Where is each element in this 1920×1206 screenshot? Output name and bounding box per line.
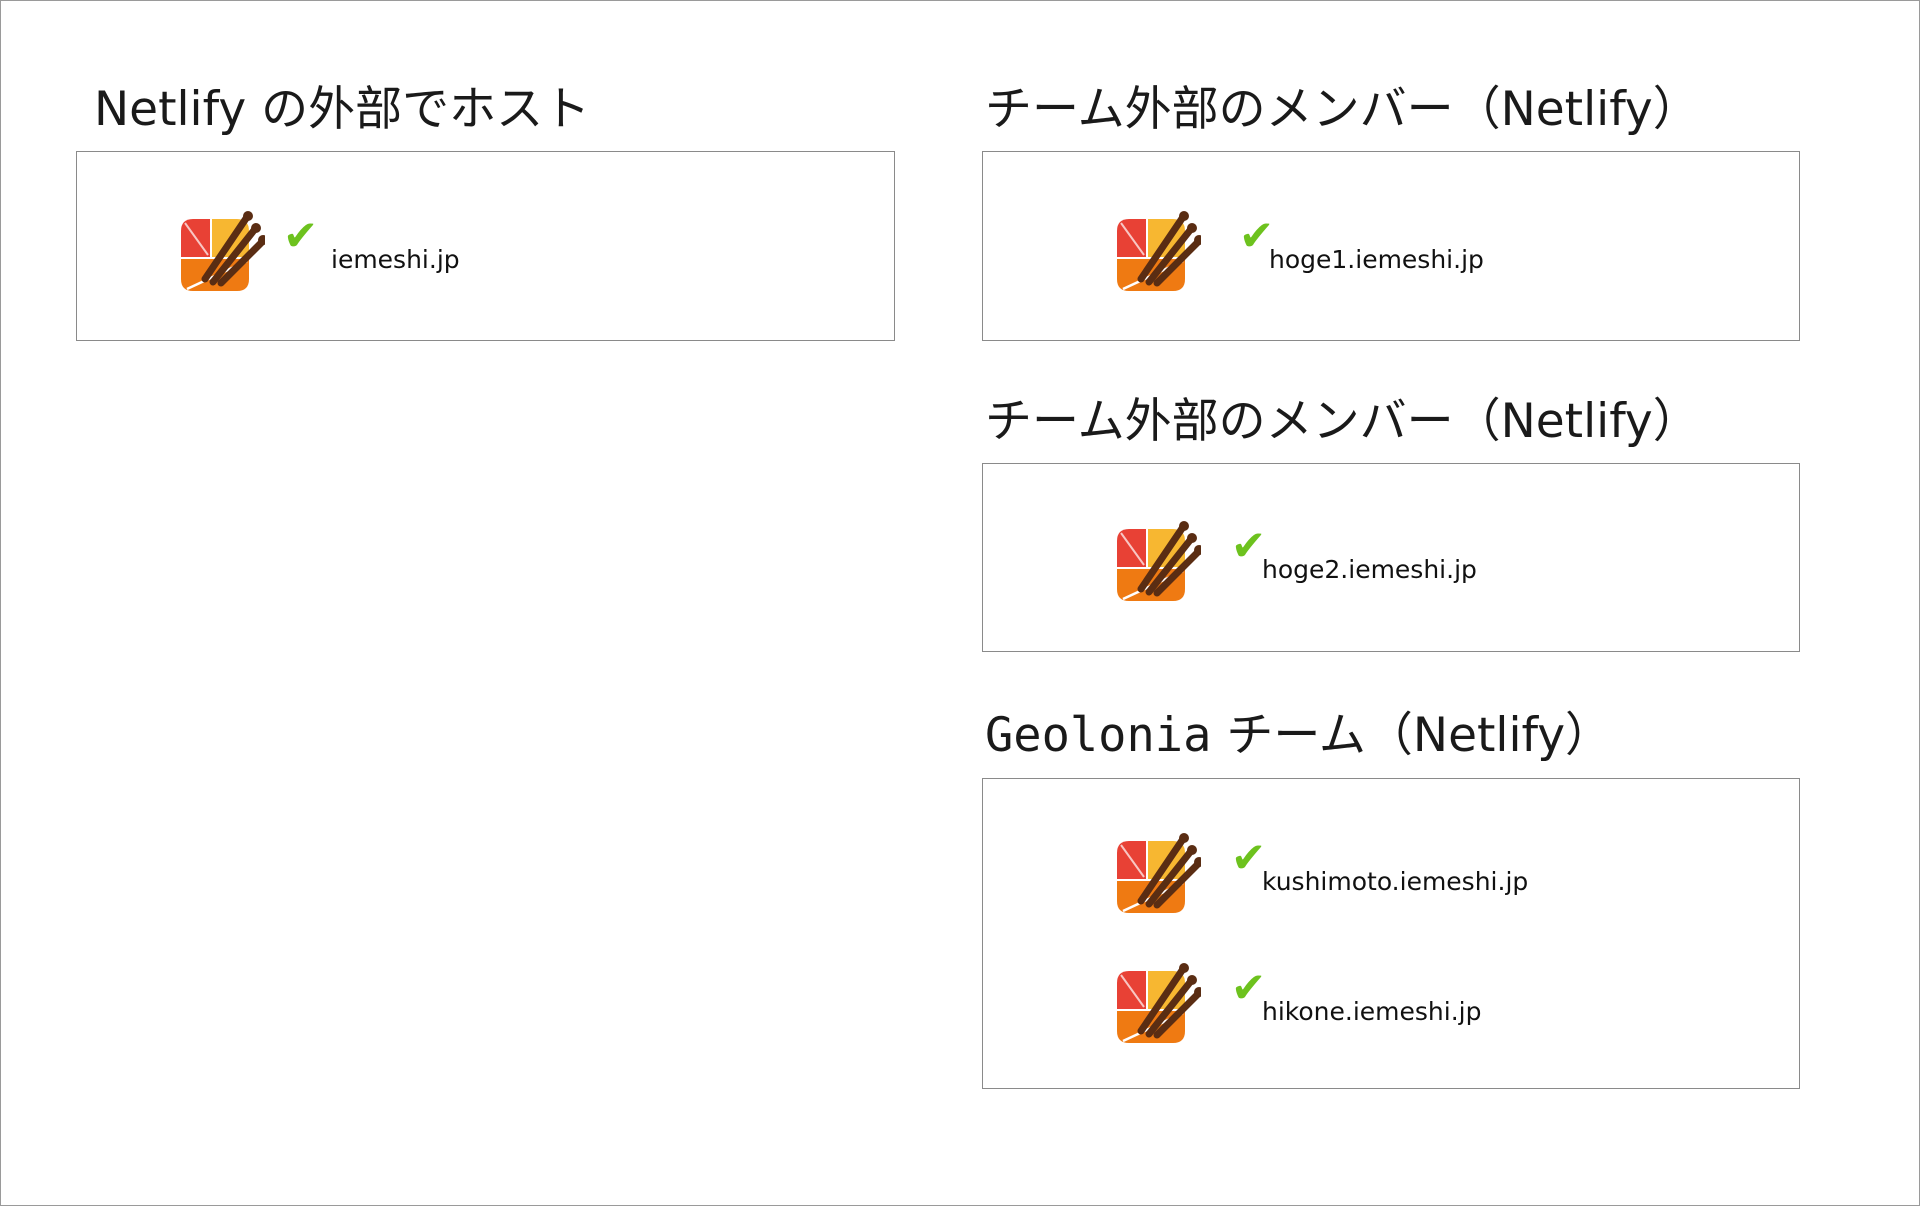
iemeshi-logo-icon (1117, 831, 1201, 921)
site-domain: hoge2.iemeshi.jp (1262, 555, 1477, 584)
section-title-external-host: Netlify の外部でホスト (94, 82, 591, 137)
iemeshi-logo-icon (1117, 519, 1201, 609)
section-title-geolonia-prefix: Geolonia (985, 708, 1212, 763)
section-title-geolonia-suffix: チーム（Netlify） (1211, 708, 1613, 763)
iemeshi-logo-icon (1117, 209, 1201, 299)
check-icon: ✔ (1239, 211, 1275, 260)
section-box-external-host: ✔ iemeshi.jp (76, 151, 895, 341)
iemeshi-logo-icon (1117, 961, 1201, 1051)
section-box-outside-member-2: ✔ hoge2.iemeshi.jp (982, 463, 1800, 652)
section-box-outside-member-1: ✔ hoge1.iemeshi.jp (982, 151, 1800, 341)
section-title-outside-member-2: チーム外部のメンバー（Netlify） (985, 394, 1700, 449)
site-entry: ✔ hikone.iemeshi.jp (1117, 961, 1717, 1051)
site-entry: ✔ hoge2.iemeshi.jp (1117, 519, 1717, 609)
section-box-geolonia-team: ✔ kushimoto.iemeshi.jp ✔ hikone.iemeshi.… (982, 778, 1800, 1089)
site-domain: hoge1.iemeshi.jp (1269, 245, 1484, 274)
check-icon: ✔ (1231, 963, 1267, 1012)
section-title-outside-member-1: チーム外部のメンバー（Netlify） (985, 82, 1700, 137)
check-icon: ✔ (1231, 521, 1267, 570)
site-domain: hikone.iemeshi.jp (1262, 997, 1482, 1026)
site-entry: ✔ kushimoto.iemeshi.jp (1117, 831, 1717, 921)
site-entry: ✔ hoge1.iemeshi.jp (1117, 209, 1717, 299)
iemeshi-logo-icon (181, 209, 265, 299)
site-entry: ✔ iemeshi.jp (181, 209, 781, 299)
site-domain: kushimoto.iemeshi.jp (1262, 867, 1529, 896)
check-icon: ✔ (1231, 833, 1267, 882)
check-icon: ✔ (283, 211, 319, 260)
site-domain: iemeshi.jp (331, 245, 460, 274)
section-title-geolonia-team: Geolonia チーム（Netlify） (985, 708, 1612, 764)
